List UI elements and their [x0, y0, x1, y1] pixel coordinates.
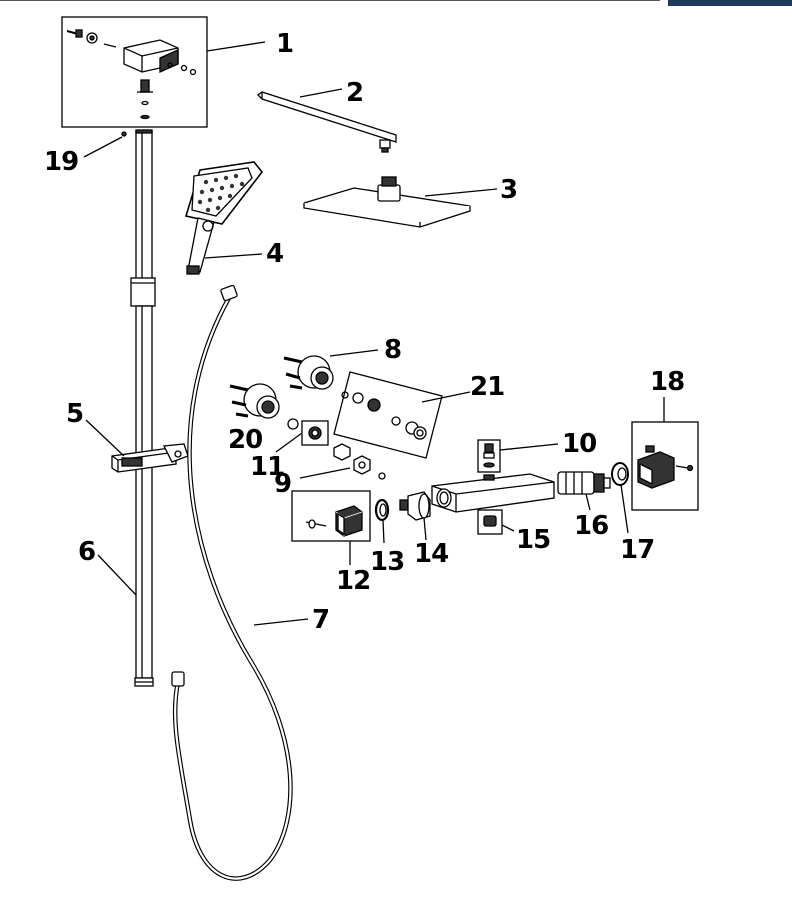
- leader-line-21: [421, 391, 471, 403]
- part-17-ring-nut: [611, 462, 629, 486]
- leader-line-10: [499, 443, 559, 451]
- part-9-nut: [333, 443, 386, 480]
- callout-11: 11: [250, 452, 284, 482]
- callout-15: 15: [516, 525, 550, 555]
- part-8-outlet-elbow: [283, 355, 334, 390]
- part-12-handle: [291, 490, 371, 542]
- callout-3: 3: [500, 175, 517, 205]
- callout-1: 1: [276, 29, 293, 59]
- leader-line-8: [329, 349, 379, 357]
- callout-5: 5: [66, 399, 83, 429]
- leader-line-4: [204, 253, 263, 259]
- part-4-hand-shower: [184, 161, 264, 275]
- leader-line-17: [620, 484, 629, 534]
- callout-2: 2: [346, 78, 363, 108]
- leader-line-14: [423, 517, 427, 541]
- part-2-shower-arm: [257, 91, 397, 153]
- part-14-spindle: [399, 491, 431, 521]
- callout-9: 9: [274, 469, 291, 499]
- callout-10: 10: [562, 429, 596, 459]
- callout-14: 14: [414, 539, 448, 569]
- part-15-filter: [477, 509, 503, 535]
- part-11-seal-kit: [301, 420, 329, 446]
- leader-line-3: [424, 188, 498, 197]
- leader-line-6: [97, 554, 137, 596]
- callout-12: 12: [336, 566, 370, 596]
- part-10-check-valve: [477, 439, 501, 473]
- part-1-bracket-kit: [61, 16, 208, 128]
- callout-13: 13: [370, 547, 404, 577]
- callout-7: 7: [312, 605, 329, 635]
- leader-line-5: [85, 419, 125, 457]
- part-3-rain-head: [303, 176, 471, 228]
- header-rule: [0, 0, 660, 1]
- part-6-riser-rail: [121, 129, 156, 687]
- part-18-handle-kit: [631, 421, 699, 511]
- part-7-hose: [171, 284, 293, 881]
- leader-line-13: [382, 519, 385, 544]
- leader-line-19: [83, 136, 123, 158]
- callout-20: 20: [228, 425, 262, 455]
- callout-4: 4: [266, 239, 283, 269]
- callout-6: 6: [78, 537, 95, 567]
- mixer-valve-body: [431, 473, 555, 513]
- leader-line-15: [501, 524, 515, 532]
- callout-19: 19: [44, 147, 78, 177]
- leader-line-2: [299, 88, 343, 98]
- part-16-cartridge: [557, 471, 611, 495]
- part-21-connector-kit: [333, 371, 443, 459]
- header-accent-bar: [668, 0, 792, 6]
- callout-8: 8: [384, 335, 401, 365]
- callout-18: 18: [650, 367, 684, 397]
- callout-16: 16: [574, 511, 608, 541]
- callout-21: 21: [470, 372, 504, 402]
- leader-line-16: [585, 493, 591, 511]
- callout-labels: 1 2 3 4 5 6 7 8 9 10 11 12 13 14 15 16 1…: [44, 29, 685, 635]
- leader-line-7: [253, 618, 309, 626]
- part-20-outlet-elbow: [229, 383, 299, 430]
- leader-line-9: [299, 467, 351, 479]
- leader-line-11: [275, 432, 303, 453]
- callout-17: 17: [620, 535, 654, 565]
- part-13-ring: [374, 498, 390, 522]
- leader-line-1: [206, 41, 266, 52]
